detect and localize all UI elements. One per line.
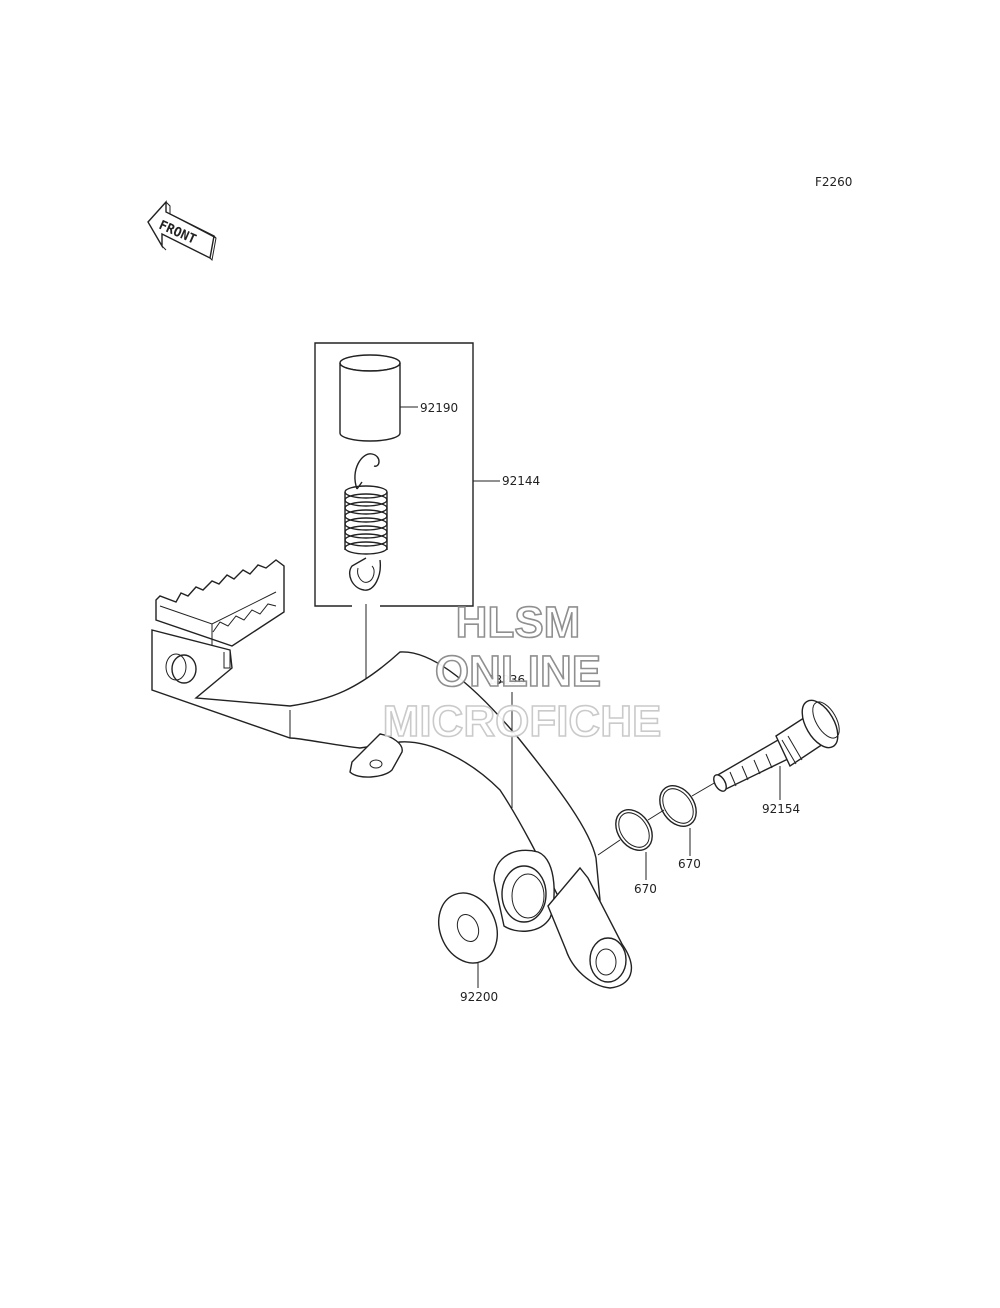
part-label-92144: 92144	[502, 474, 540, 488]
watermark-line-3: MICROFICHE	[383, 697, 662, 746]
part-label-92200: 92200	[460, 990, 498, 1004]
watermark: HLSM ONLINE MICROFICHE	[382, 597, 662, 747]
part-label-670-right: 670	[678, 857, 701, 871]
pivot-bolt-part	[713, 699, 840, 800]
figure-id: F2260	[815, 175, 852, 189]
o-ring-parts	[597, 781, 717, 880]
part-label-670-left: 670	[634, 882, 657, 896]
watermark-line-1: HLSM	[456, 598, 581, 647]
part-label-13236: 13236	[487, 673, 525, 687]
brake-pedal-part	[151, 559, 633, 989]
washer-part	[438, 892, 498, 988]
spring-kit-box	[314, 342, 500, 607]
part-label-92190: 92190	[420, 401, 458, 415]
collar-part	[339, 354, 418, 442]
spring-part	[344, 453, 388, 591]
front-arrow-icon: FRONT	[147, 200, 217, 262]
part-label-92154: 92154	[762, 802, 800, 816]
watermark-line-2: ONLINE	[435, 647, 601, 696]
